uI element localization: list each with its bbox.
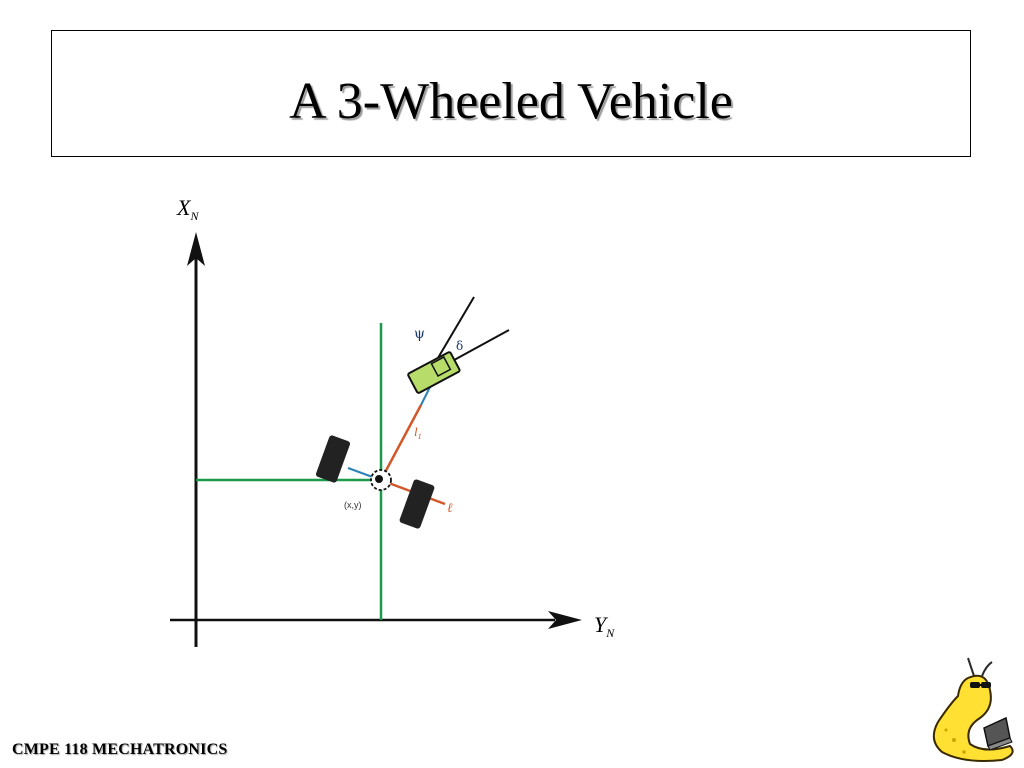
title-box: A 3-Wheeled Vehicle xyxy=(51,30,971,157)
y-axis-arrow xyxy=(548,611,582,629)
center-dot xyxy=(375,475,383,483)
footer-course-name: CMPE 118 MECHATRONICS xyxy=(12,741,228,758)
left-rear-wheel xyxy=(315,435,351,483)
psi-label: ψ xyxy=(414,326,425,342)
x-axis-arrow xyxy=(187,232,205,266)
r-label: ℓ xyxy=(447,501,453,516)
l1-label: l1 xyxy=(414,424,422,441)
l1-segment xyxy=(380,404,423,479)
delta-label: δ xyxy=(456,339,463,353)
y-axis-label: YN xyxy=(594,612,615,640)
vehicle-diagram: XN YN ψ δ l1 ℓ (x,y) xyxy=(170,195,615,647)
point-label: (x,y) xyxy=(344,500,362,510)
x-axis-label: XN xyxy=(176,195,199,223)
banana-slug-mascot-icon xyxy=(932,657,1014,762)
slide-title: A 3-Wheeled Vehicle xyxy=(289,73,733,130)
steer-line xyxy=(444,329,510,366)
front-body xyxy=(407,351,461,394)
right-rear-wheel xyxy=(399,479,435,529)
